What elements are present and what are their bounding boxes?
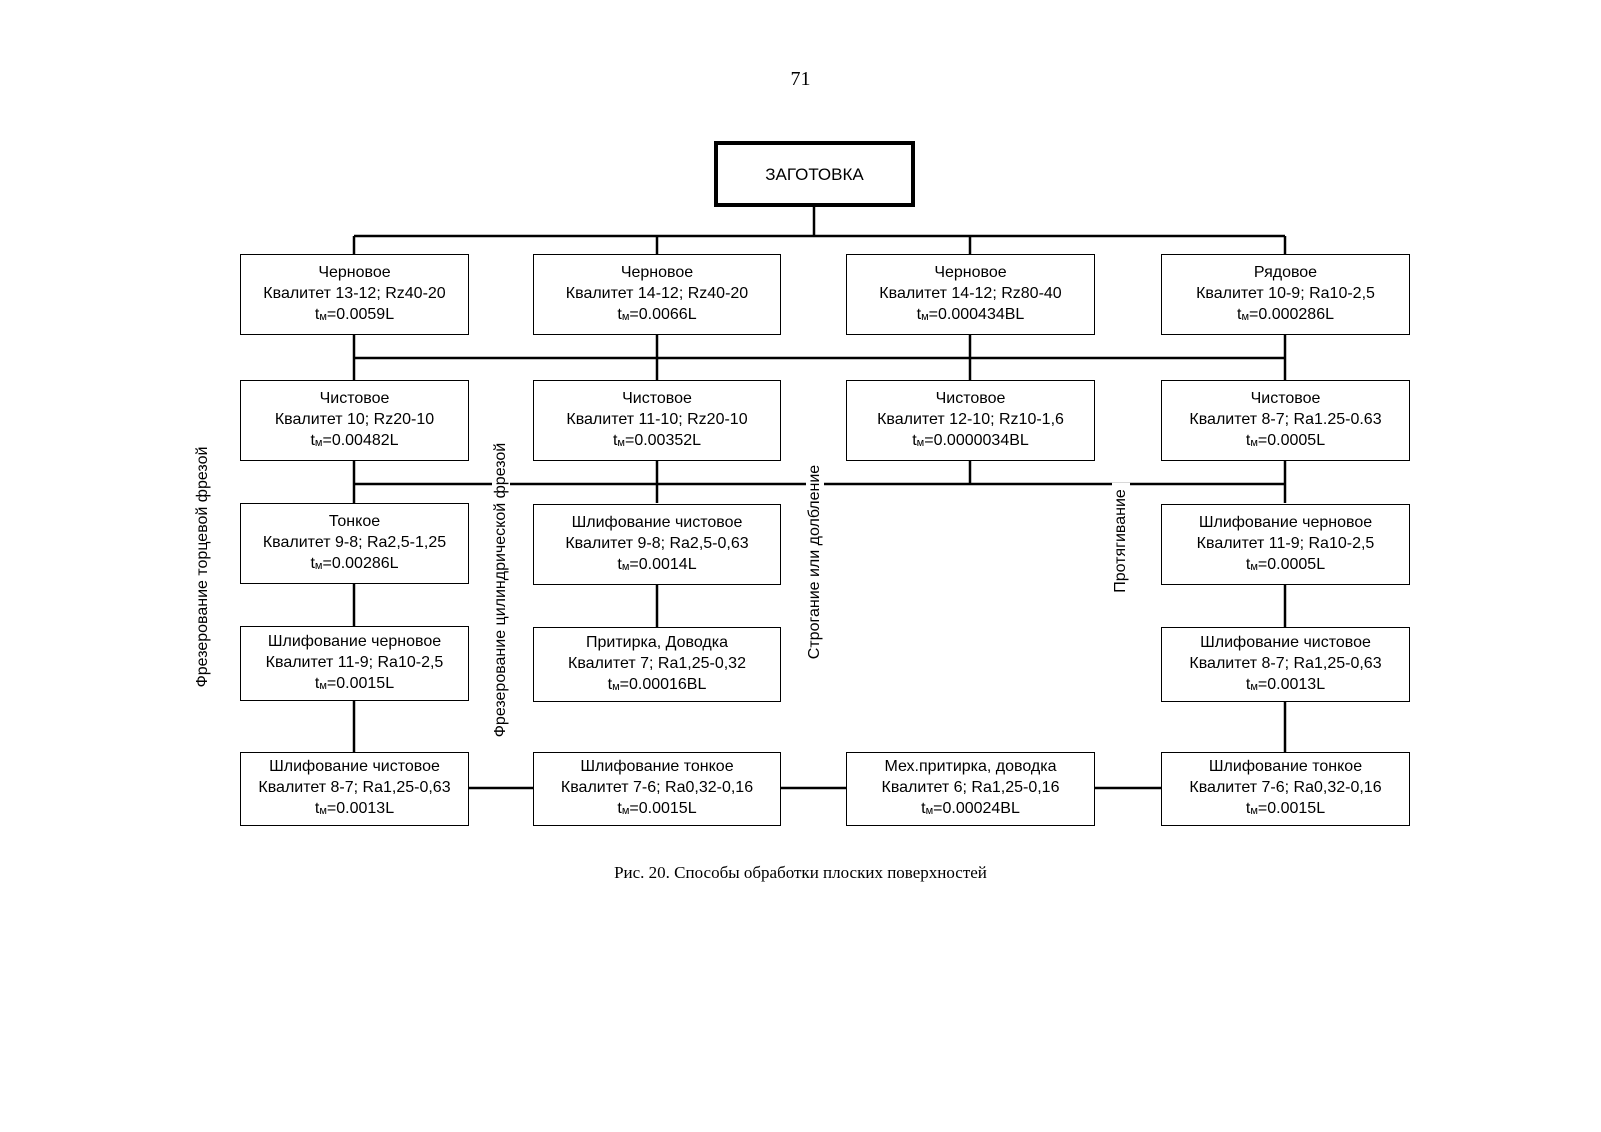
stage-title: Черновое [934, 263, 1007, 281]
stage-tm: tм=0.00482L [310, 431, 399, 449]
stage-spec: Квалитет 7; Ra1,25-0,32 [568, 654, 746, 672]
stage-spec: Квалитет 9-8; Ra2,5-0,63 [565, 534, 749, 552]
stage-title: Чистовое [622, 389, 692, 407]
stage-box-r3c4: Шлифование черновое Квалитет 11-9; Ra10-… [1161, 504, 1410, 585]
stage-title: Шлифование чистовое [269, 758, 440, 775]
stage-box-r5c2: Шлифование тонкое Квалитет 7-6; Ra0,32-0… [533, 752, 781, 826]
stage-tm: tм=0.0005L [1245, 555, 1326, 573]
stage-tm: tм=0.0015L [1245, 800, 1326, 817]
stage-tm: tм=0.0066L [617, 305, 697, 323]
stage-spec: Квалитет 10; Rz20-10 [274, 410, 435, 428]
stage-spec: Квалитет 11-9; Ra10-2,5 [1196, 534, 1375, 552]
stage-spec: Квалитет 8-7; Ra1,25-0,63 [258, 779, 451, 796]
stage-box-r2c1: Чистовое Квалитет 10; Rz20-10 tм=0.00482… [240, 380, 469, 461]
stage-title: Шлифование тонкое [1208, 758, 1363, 775]
stage-title: Шлифование черновое [267, 632, 442, 650]
stage-title: Рядовое [1253, 263, 1318, 281]
stage-box-r1c3: Черновое Квалитет 14-12; Rz80-40 tм=0.00… [846, 254, 1095, 335]
stage-tm: tм=0.0015L [617, 800, 697, 817]
stage-title: Чистовое [1250, 389, 1321, 407]
stage-spec: Квалитет 14-12; Rz40-20 [565, 284, 749, 302]
stage-title: Шлифование тонкое [580, 758, 734, 775]
stage-tm: tм=0.0059L [314, 305, 395, 323]
page-number: 71 [790, 68, 811, 90]
stage-box-r1c1: Черновое Квалитет 13-12; Rz40-20 tм=0.00… [240, 254, 469, 335]
stage-spec: Квалитет 13-12; Rz40-20 [263, 284, 446, 302]
stage-spec: Квалитет 10-9; Ra10-2,5 [1196, 284, 1375, 302]
stage-spec: Квалитет 12-10; Rz10-1,6 [877, 410, 1064, 428]
stage-tm: tм=0.0013L [314, 800, 395, 817]
stage-spec: Квалитет 6; Ra1,25-0,16 [881, 779, 1060, 796]
stage-title: Чистовое [319, 389, 390, 407]
stage-box-r3c1: Тонкое Квалитет 9-8; Ra2,5-1,25 tм=0.002… [240, 503, 469, 584]
method-label-face-milling: Фрезерование торцевой фрезой [194, 440, 212, 694]
stage-box-r1c4: Рядовое Квалитет 10-9; Ra10-2,5 tм=0.000… [1161, 254, 1410, 335]
stage-title: Мех.притирка, доводка [884, 758, 1057, 775]
method-label-planing: Строгание или долбление [806, 458, 824, 666]
stage-box-r5c3: Мех.притирка, доводка Квалитет 6; Ra1,25… [846, 752, 1095, 826]
stage-box-r1c2: Черновое Квалитет 14-12; Rz40-20 tм=0.00… [533, 254, 781, 335]
stage-spec: Квалитет 8-7; Ra1,25-0,63 [1189, 654, 1382, 672]
method-label-broaching: Протягивание [1112, 483, 1130, 599]
stage-tm: tм=0.0000034BL [912, 431, 1029, 449]
stage-tm: tм=0.00016BL [607, 675, 707, 693]
stage-spec: Квалитет 11-9; Ra10-2,5 [265, 653, 444, 671]
stage-spec: Квалитет 14-12; Rz80-40 [879, 284, 1062, 302]
root-label: ЗАГОТОВКА [765, 164, 864, 184]
method-label-cylindrical-milling: Фрезерование цилиндрической фрезой [492, 436, 510, 744]
stage-tm: tм=0.00286L [310, 554, 399, 572]
stage-tm: tм=0.00024BL [921, 800, 1020, 817]
figure-caption: Рис. 20. Способы обработки плоских повер… [614, 863, 987, 882]
stage-title: Черновое [620, 263, 694, 281]
stage-title: Притирка, Доводка [585, 633, 728, 651]
stage-tm: tм=0.000434BL [916, 305, 1025, 323]
stage-title: Шлифование черновое [1198, 513, 1373, 531]
stage-box-r4c1: Шлифование черновое Квалитет 11-9; Ra10-… [240, 626, 469, 701]
stage-tm: tм=0.00352L [612, 431, 702, 449]
stage-tm: tм=0.0005L [1245, 431, 1326, 449]
stage-box-r5c4: Шлифование тонкое Квалитет 7-6; Ra0,32-0… [1161, 752, 1410, 826]
stage-spec: Квалитет 7-6; Ra0,32-0,16 [560, 779, 754, 796]
stage-spec: Квалитет 8-7; Ra1.25-0.63 [1189, 410, 1382, 428]
stage-title: Шлифование чистовое [1200, 633, 1371, 651]
stage-title: Черновое [318, 263, 391, 281]
stage-box-r2c2: Чистовое Квалитет 11-10; Rz20-10 tм=0.00… [533, 380, 781, 461]
stage-box-r2c4: Чистовое Квалитет 8-7; Ra1.25-0.63 tм=0.… [1161, 380, 1410, 461]
stage-title: Шлифование чистовое [571, 513, 743, 531]
stage-tm: tм=0.0013L [1245, 675, 1326, 693]
stage-box-r2c3: Чистовое Квалитет 12-10; Rz10-1,6 tм=0.0… [846, 380, 1095, 461]
stage-box-r5c1: Шлифование чистовое Квалитет 8-7; Ra1,25… [240, 752, 469, 826]
stage-box-r3c2: Шлифование чистовое Квалитет 9-8; Ra2,5-… [533, 504, 781, 585]
stage-spec: Квалитет 7-6; Ra0,32-0,16 [1189, 779, 1382, 796]
stage-title: Тонкое [328, 512, 381, 530]
stage-spec: Квалитет 11-10; Rz20-10 [566, 410, 748, 428]
stage-box-r4c4: Шлифование чистовое Квалитет 8-7; Ra1,25… [1161, 627, 1410, 702]
stage-spec: Квалитет 9-8; Ra2,5-1,25 [262, 533, 447, 551]
root-box: ЗАГОТОВКА [714, 141, 915, 207]
stage-tm: tм=0.000286L [1237, 305, 1334, 323]
stage-tm: tм=0.0015L [314, 674, 395, 692]
stage-title: Чистовое [935, 389, 1006, 407]
stage-tm: tм=0.0014L [617, 555, 697, 573]
stage-box-r4c2: Притирка, Доводка Квалитет 7; Ra1,25-0,3… [533, 627, 781, 702]
